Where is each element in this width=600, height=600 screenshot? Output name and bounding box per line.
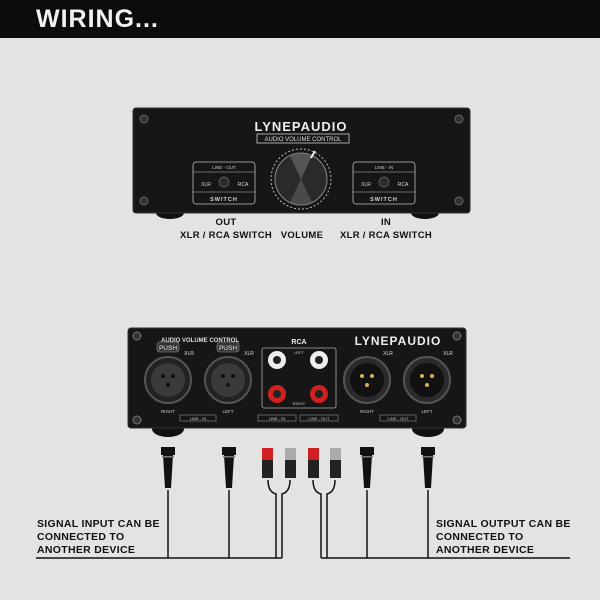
rca-plug-pair-in bbox=[262, 448, 296, 478]
rca-label: RCA bbox=[291, 339, 306, 346]
push-label: PUSH bbox=[159, 345, 177, 352]
line-out-label: LINE - OUT bbox=[388, 416, 409, 421]
page-title: WIRING... bbox=[36, 5, 159, 33]
xlr-plug-3 bbox=[360, 447, 374, 488]
input-note-line: ANOTHER DEVICE bbox=[37, 544, 136, 556]
volume-scale bbox=[270, 148, 332, 210]
rca-output-left[interactable] bbox=[310, 351, 328, 369]
xlr-input-left[interactable] bbox=[204, 356, 252, 404]
line-out-label: LINE - OUT bbox=[309, 416, 330, 421]
xlr-plug-4 bbox=[421, 447, 435, 488]
switch-label: XLR bbox=[361, 182, 371, 188]
left-label: LEFT bbox=[421, 409, 432, 414]
switch-label: RCA bbox=[238, 182, 249, 188]
volume-caption: VOLUME bbox=[280, 230, 324, 241]
switch-label: LINE - OUT bbox=[212, 165, 236, 170]
rear-brand-logo: LYNEPAUDIO bbox=[355, 334, 442, 348]
switch-label: XLR bbox=[201, 182, 211, 188]
rca-plug-pair-out bbox=[308, 448, 341, 478]
front-panel: LYNEPAUDIO AUDIO VOLUME CONTROL LINE - O… bbox=[132, 107, 471, 219]
right-label: RIGHT bbox=[161, 409, 175, 414]
cables bbox=[36, 479, 570, 559]
left-label: LEFT bbox=[294, 350, 304, 355]
switch-label: SWITCH bbox=[370, 197, 398, 203]
xlr-label: XLR bbox=[244, 351, 254, 357]
output-note-line: CONNECTED TO bbox=[436, 531, 524, 543]
input-note-line: CONNECTED TO bbox=[37, 531, 125, 543]
xlr-label: XLR bbox=[184, 351, 194, 357]
output-note: SIGNAL OUTPUT CAN BE CONNECTED TO ANOTHE… bbox=[436, 518, 571, 557]
switch-label: LINE - IN bbox=[375, 165, 394, 170]
line-in-switch[interactable]: LINE - IN XLR RCA SWITCH bbox=[352, 161, 416, 205]
xlr-output-right[interactable] bbox=[343, 356, 391, 404]
right-label: RIGHT bbox=[293, 401, 306, 406]
xlr-output-left[interactable] bbox=[403, 356, 451, 404]
rca-input-left[interactable] bbox=[268, 351, 286, 369]
out-caption: OUT XLR / RCA SWITCH bbox=[176, 217, 276, 241]
xlr-label: XLR bbox=[443, 351, 453, 357]
out-caption-line2: XLR / RCA SWITCH bbox=[179, 230, 273, 241]
xlr-input-right[interactable] bbox=[144, 356, 192, 404]
in-caption-line1: IN bbox=[380, 217, 392, 228]
left-label: LEFT bbox=[222, 409, 233, 414]
switch-label: SWITCH bbox=[210, 197, 238, 203]
xlr-label: XLR bbox=[383, 351, 393, 357]
out-caption-line1: OUT bbox=[215, 217, 237, 228]
xlr-plug-2 bbox=[222, 447, 236, 488]
push-label: PUSH bbox=[219, 345, 237, 352]
right-label: RIGHT bbox=[360, 409, 374, 414]
line-out-switch[interactable]: LINE - OUT XLR RCA SWITCH bbox=[192, 161, 256, 205]
rear-subtitle: AUDIO VOLUME CONTROL bbox=[161, 338, 239, 344]
line-in-label: LINE - IN bbox=[269, 416, 286, 421]
line-in-label: LINE - IN bbox=[190, 416, 207, 421]
rear-panel: AUDIO VOLUME CONTROL LYNEPAUDIO PUSH PUS… bbox=[127, 327, 467, 437]
rca-input-right[interactable] bbox=[268, 385, 286, 403]
in-caption: IN XLR / RCA SWITCH bbox=[336, 217, 436, 241]
header-bar: WIRING... bbox=[0, 0, 600, 38]
input-note: SIGNAL INPUT CAN BE CONNECTED TO ANOTHER… bbox=[37, 518, 160, 557]
output-note-line: SIGNAL OUTPUT CAN BE bbox=[436, 518, 571, 530]
xlr-plug-1 bbox=[161, 447, 175, 488]
in-caption-line2: XLR / RCA SWITCH bbox=[339, 230, 433, 241]
front-brand-logo: LYNEPAUDIO bbox=[254, 119, 347, 134]
input-note-line: SIGNAL INPUT CAN BE bbox=[37, 518, 160, 530]
rca-output-right[interactable] bbox=[310, 385, 328, 403]
switch-label: RCA bbox=[398, 182, 409, 188]
front-subtitle: AUDIO VOLUME CONTROL bbox=[264, 137, 342, 143]
output-note-line: ANOTHER DEVICE bbox=[436, 544, 535, 556]
